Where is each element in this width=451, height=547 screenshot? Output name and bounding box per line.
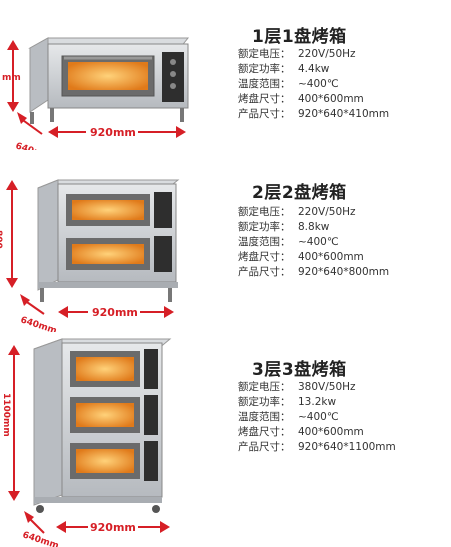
spec-row: 额定电压：220V/50Hz xyxy=(238,206,356,218)
spec-row: 额定功率：13.2kw xyxy=(238,396,337,408)
oven-1-title: 1层1盘烤箱 xyxy=(252,27,347,47)
depth-arrow-2 xyxy=(20,294,45,315)
oven-2-title: 2层2盘烤箱 xyxy=(252,183,347,203)
spec-row: 温度范围：~400℃ xyxy=(238,236,339,248)
oven-section-2: 800 640mm 920mm 2层2盘烤箱 额定电压：220V/50Hz 额定… xyxy=(0,172,451,332)
depth-label-3: 640mm xyxy=(21,530,60,547)
spec-row: 额定电压：380V/50Hz xyxy=(238,381,356,393)
width-arrow-3 xyxy=(56,521,170,533)
spec-row: 温度范围：~400℃ xyxy=(238,411,339,423)
depth-arrow-3 xyxy=(24,511,45,534)
spec-row: 额定功率：4.4kw xyxy=(238,63,330,75)
oven-2-image: 800 640mm 920mm xyxy=(0,179,180,332)
spec-row: 烤盘尺寸：400*600mm xyxy=(238,93,364,105)
oven-3-specs: 额定电压：380V/50Hz 额定功率：13.2kw 温度范围：~400℃ 烤盘… xyxy=(238,379,396,454)
width-arrow-2 xyxy=(58,306,174,318)
width-label-2: 920mm xyxy=(92,306,138,319)
oven-3-title: 3层3盘烤箱 xyxy=(252,360,347,380)
depth-arrow-1 xyxy=(17,112,43,135)
width-arrow-1 xyxy=(48,126,186,138)
oven-1-specs: 额定电压：220V/50Hz 额定功率：4.4kw 温度范围：~400℃ 烤盘尺… xyxy=(238,46,389,121)
spec-row: 产品尺寸：920*640*1100mm xyxy=(238,441,396,453)
oven-section-3: 1100mm 640mm 920mm 3层3盘烤箱 额定电压：380V/50Hz… xyxy=(0,337,451,547)
spec-row: 温度范围：~400℃ xyxy=(238,78,339,90)
width-label-3: 920mm xyxy=(90,521,136,534)
height-label-2: 800 xyxy=(0,230,3,249)
spec-row: 产品尺寸：920*640*800mm xyxy=(238,266,390,278)
oven-3-image: 1100mm 640mm 920mm xyxy=(1,338,172,547)
height-arrow-2 xyxy=(6,180,18,288)
oven-section-1: mm 640mm 920mm 1层1盘烤箱 额定电压：220V/50Hz 额定功… xyxy=(0,0,451,150)
spec-row: 额定电压：220V/50Hz xyxy=(238,48,356,60)
height-arrow-3 xyxy=(8,345,20,501)
height-arrow-1 xyxy=(7,40,19,112)
height-label-1: mm xyxy=(2,73,21,83)
depth-label-2: 640mm xyxy=(19,315,58,332)
spec-row: 烤盘尺寸：400*600mm xyxy=(238,426,364,438)
oven-1-image: mm 640mm 920mm xyxy=(2,37,190,150)
spec-row: 产品尺寸：920*640*410mm xyxy=(238,108,390,120)
spec-row: 额定功率：8.8kw xyxy=(238,221,330,233)
spec-row: 烤盘尺寸：400*600mm xyxy=(238,251,364,263)
depth-label-1: 640mm xyxy=(14,141,53,150)
width-label-1: 920mm xyxy=(90,126,136,139)
height-label-3: 1100mm xyxy=(1,393,11,437)
oven-2-specs: 额定电压：220V/50Hz 额定功率：8.8kw 温度范围：~400℃ 烤盘尺… xyxy=(238,204,389,279)
